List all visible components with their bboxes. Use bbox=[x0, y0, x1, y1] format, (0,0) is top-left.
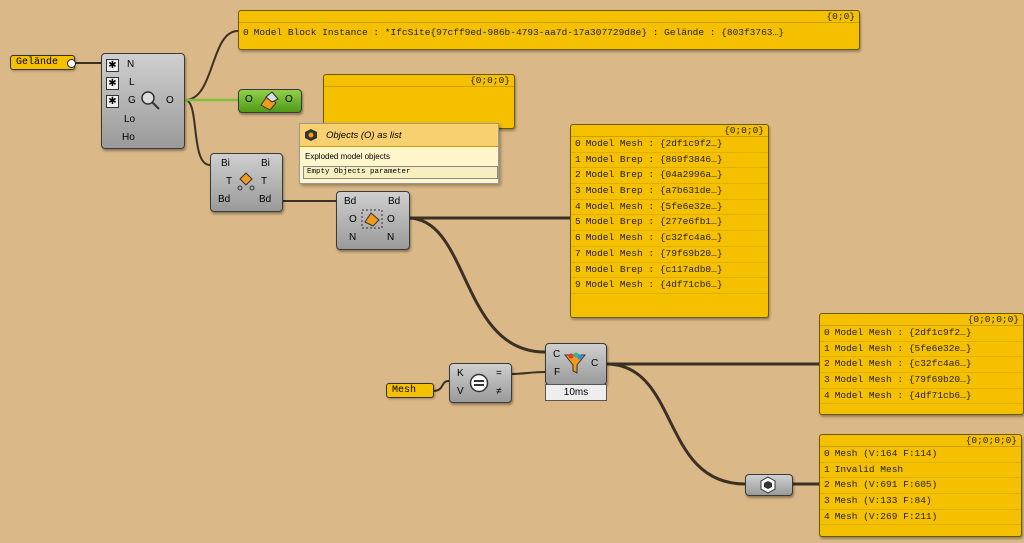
equals-input-k[interactable]: K bbox=[457, 368, 464, 379]
tooltip-desc: Exploded model objects bbox=[305, 152, 390, 161]
explode-block-node[interactable]: Bi T Bd Bi T Bd bbox=[210, 153, 283, 212]
cull-pattern-node[interactable]: C F C bbox=[545, 343, 607, 385]
equals-output-eq[interactable]: = bbox=[496, 368, 502, 379]
explode-input-bi[interactable]: Bi bbox=[221, 158, 230, 169]
objects-input-n[interactable]: N bbox=[349, 232, 357, 243]
g-wildcard-icon: ✱ bbox=[106, 95, 119, 108]
wire-objects-dispatch bbox=[407, 216, 546, 354]
objects-panel-path: {0;0;0} bbox=[571, 125, 768, 137]
wire-dispatch-geo bbox=[605, 362, 746, 486]
explode-input-bd[interactable]: Bd bbox=[218, 194, 231, 205]
empty-panel-path: {0;0;0} bbox=[324, 75, 514, 87]
explode-input-t[interactable]: T bbox=[226, 176, 233, 187]
wire-equals-dispatch bbox=[509, 371, 546, 375]
input-g[interactable]: G bbox=[128, 95, 136, 106]
input-ho[interactable]: Ho bbox=[122, 132, 135, 143]
objects-input-bd[interactable]: Bd bbox=[344, 196, 357, 207]
objects-explode-node[interactable]: Bd O N Bd O N bbox=[336, 191, 410, 250]
geometry-panel-path: {0;0;0;0} bbox=[820, 435, 1021, 447]
input-n[interactable]: N bbox=[127, 59, 135, 70]
input-lo[interactable]: Lo bbox=[124, 114, 136, 125]
mesh-label: Mesh bbox=[392, 385, 417, 396]
equals-icon bbox=[469, 373, 489, 393]
wire-to-explode bbox=[184, 99, 211, 166]
mesh-param[interactable]: Mesh bbox=[386, 383, 434, 398]
objects-output-o[interactable]: O bbox=[387, 214, 395, 225]
tooltip-header bbox=[300, 124, 498, 147]
equals-output-neq[interactable]: ≠ bbox=[496, 386, 502, 397]
objects-output-n[interactable]: N bbox=[387, 232, 395, 243]
input-l[interactable]: L bbox=[129, 77, 135, 88]
selected-filter-node[interactable]: O O bbox=[238, 89, 302, 113]
objects-icon bbox=[260, 91, 279, 111]
hex-param-icon bbox=[305, 129, 317, 141]
explode-output-bd[interactable]: Bd bbox=[259, 194, 272, 205]
geometry-node[interactable] bbox=[745, 474, 793, 496]
dispatch-input-c[interactable]: C bbox=[553, 349, 561, 360]
meshes-panel-path: {0;0;0;0} bbox=[820, 314, 1023, 326]
l-wildcard-icon: ✱ bbox=[106, 77, 119, 90]
equals-input-v[interactable]: V bbox=[457, 386, 464, 397]
empty-panel[interactable]: {0;0;0} bbox=[323, 74, 515, 129]
gelande-label: Gelände bbox=[16, 57, 59, 68]
model-query-node[interactable]: ✱ ✱ ✱ N L G Lo Ho O bbox=[101, 53, 185, 149]
output-o[interactable]: O bbox=[166, 95, 174, 106]
filter-output-o[interactable]: O bbox=[285, 94, 293, 105]
objects-explode-icon bbox=[361, 209, 383, 229]
explode-output-t[interactable]: T bbox=[261, 176, 268, 187]
mesh-geometry-icon bbox=[760, 476, 776, 494]
instance-panel-path: {0;0} bbox=[239, 11, 859, 23]
gelande-output-grip[interactable] bbox=[67, 59, 76, 68]
filter-input-o[interactable]: O bbox=[245, 94, 253, 105]
objects-input-o[interactable]: O bbox=[349, 214, 357, 225]
n-wildcard-icon: ✱ bbox=[106, 59, 119, 72]
explode-icon bbox=[237, 172, 255, 191]
wire-to-top-panel bbox=[184, 30, 239, 101]
tooltip-status: Empty Objects parameter bbox=[303, 166, 498, 179]
equality-node[interactable]: K V = ≠ bbox=[449, 363, 512, 403]
dispatch-output-c[interactable]: C bbox=[591, 358, 599, 369]
wire-mesh-param bbox=[432, 380, 450, 392]
objects-output-bd[interactable]: Bd bbox=[388, 196, 401, 207]
tooltip: Objects (O) as list Exploded model objec… bbox=[299, 123, 499, 184]
dispatch-input-f[interactable]: F bbox=[554, 367, 561, 378]
gelande-param[interactable]: Gelände bbox=[10, 55, 75, 70]
explode-output-bi[interactable]: Bi bbox=[261, 158, 270, 169]
funnel-icon bbox=[564, 352, 586, 374]
tooltip-title: Objects (O) as list bbox=[326, 130, 402, 141]
profiler-label: 10ms bbox=[545, 384, 607, 401]
magnifier-icon bbox=[141, 91, 160, 110]
